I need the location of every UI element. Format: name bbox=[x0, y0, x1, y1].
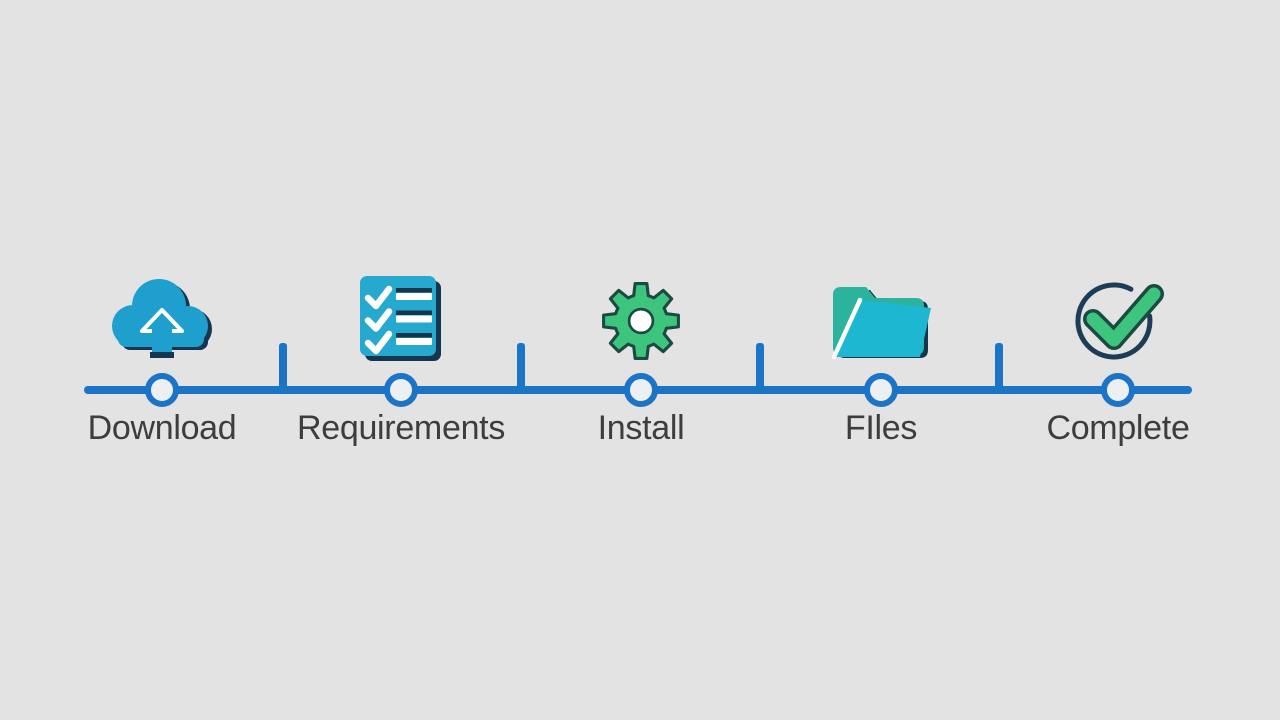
step-label: Install bbox=[597, 409, 685, 447]
step-label: Complete bbox=[1046, 409, 1190, 447]
folder-icon bbox=[825, 263, 937, 365]
timeline-tick bbox=[517, 343, 525, 390]
step-label: Requirements bbox=[296, 409, 506, 447]
step-label: Download bbox=[87, 409, 237, 447]
timeline-node bbox=[1101, 373, 1135, 407]
checklist-icon bbox=[357, 263, 445, 365]
check-circle-icon bbox=[1069, 263, 1167, 365]
gear-icon bbox=[597, 263, 685, 365]
cloud-upload-icon-svg bbox=[112, 279, 212, 358]
timeline-node bbox=[624, 373, 658, 407]
timeline-tick bbox=[279, 343, 287, 390]
cloud-upload-icon bbox=[106, 263, 218, 365]
step-label: FIles bbox=[844, 409, 918, 447]
timeline-node bbox=[145, 373, 179, 407]
timeline-tick bbox=[756, 343, 764, 390]
step-files: FIles bbox=[751, 263, 1011, 473]
step-requirements: Requirements bbox=[271, 263, 531, 473]
step-download: Download bbox=[32, 263, 292, 473]
timeline-node bbox=[864, 373, 898, 407]
gear-icon-svg bbox=[602, 282, 680, 360]
step-complete: Complete bbox=[988, 263, 1248, 473]
checklist-icon-svg bbox=[360, 276, 441, 361]
timeline-tick bbox=[995, 343, 1003, 390]
check-circle-icon-svg bbox=[1075, 282, 1164, 360]
folder-icon-svg bbox=[831, 287, 931, 360]
timeline-node bbox=[384, 373, 418, 407]
step-install: Install bbox=[511, 263, 771, 473]
